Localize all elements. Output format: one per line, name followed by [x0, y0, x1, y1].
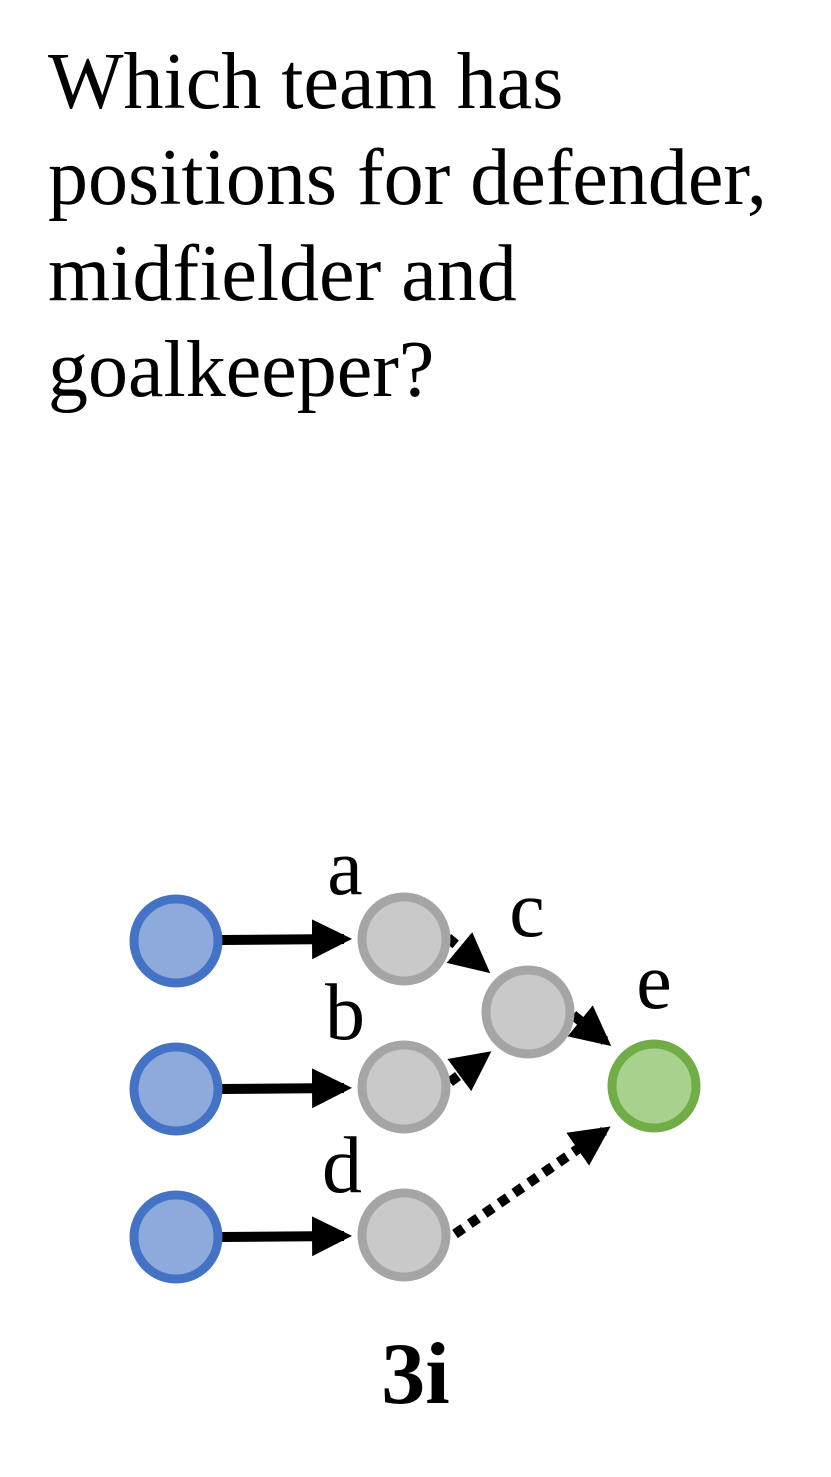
input-node-1 — [129, 894, 223, 988]
answer-node-e — [607, 1039, 701, 1133]
node-a — [357, 892, 451, 986]
node-label-a: a — [327, 824, 363, 912]
input-node-2 — [129, 1042, 223, 1136]
edge-a-c — [444, 932, 491, 974]
edge-b-c — [447, 1051, 492, 1092]
edge-in3-d — [221, 1216, 352, 1257]
question-text: Which team has positions for defender, m… — [48, 38, 767, 414]
edge-in2-b — [221, 1068, 352, 1109]
edge-c-e — [567, 1005, 612, 1047]
figure-caption: 3i — [381, 1326, 450, 1423]
edge-in1-a — [221, 919, 352, 960]
nodes — [129, 892, 701, 1284]
node-label-b: b — [325, 969, 365, 1057]
edge-d-e — [452, 1126, 611, 1239]
node-label-e: e — [636, 938, 672, 1026]
node-c — [481, 965, 575, 1059]
edges — [221, 919, 612, 1257]
node-label-c: c — [509, 866, 545, 954]
input-node-3 — [129, 1190, 223, 1284]
node-label-d: d — [322, 1122, 362, 1210]
node-b — [357, 1040, 451, 1134]
node-d — [357, 1188, 451, 1282]
